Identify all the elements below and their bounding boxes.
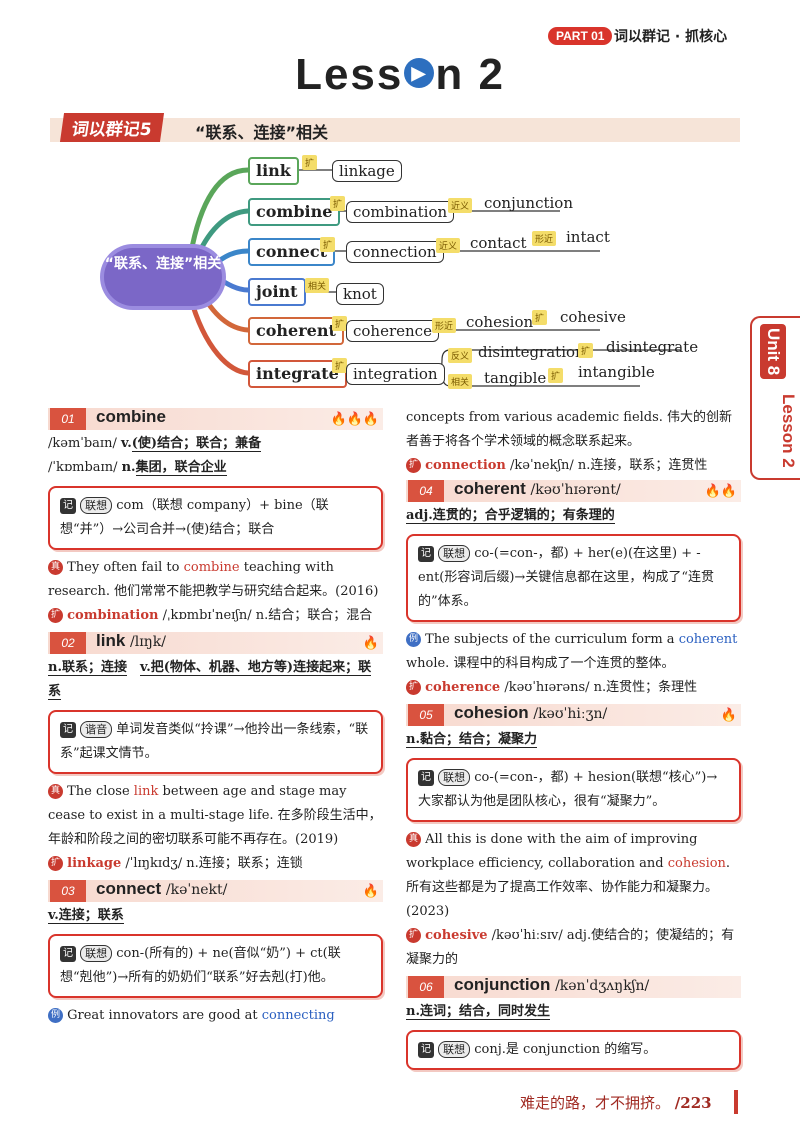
root-link: link: [248, 157, 299, 185]
tag-jinyi: 近义: [436, 238, 461, 253]
example: 例 Great innovators are good at connectin…: [48, 1004, 383, 1028]
part-tag: PART 01: [548, 27, 613, 45]
tag-kuo: 扩: [330, 196, 346, 211]
word-conjunction: conjunction: [484, 194, 573, 212]
word-intact: intact: [566, 228, 610, 246]
word-integration: integration: [346, 363, 445, 385]
memo-box: 记 联想 com（联想 company）+ bine（联想“并”）→公司合并→(…: [48, 486, 383, 550]
example: 真 They often fail to combine teaching wi…: [48, 560, 379, 599]
word-combination: combination: [346, 201, 455, 223]
word-disintegrate: disintegrate: [606, 338, 699, 356]
word-connection: connection: [346, 241, 444, 263]
tag-kuo: 扩: [302, 155, 318, 170]
header-subtitle: 词以群记 · 抓核心: [614, 29, 728, 45]
memo-box: 记 联想 conj.是 conjunction 的缩写。: [406, 1030, 741, 1070]
word-coherence: coherence: [346, 320, 439, 342]
memo-icon: 记: [418, 1041, 434, 1058]
word-cohesion: cohesion: [466, 313, 534, 331]
tag-kuo: 扩: [578, 343, 594, 358]
word-knot: knot: [336, 283, 384, 305]
derivative: 扩 linkage /ˈlɪŋkɪdʒ/ n.连接；联系；连锁: [48, 852, 383, 876]
memo-box: 记 谐音 单词发音类似“拎课”→他拎出一条线索，“联系”起课文情节。: [48, 710, 383, 774]
fire-icon: 🔥: [720, 708, 737, 723]
mindmap-center: “联系、连接”相关: [104, 248, 222, 306]
fire-icon: 🔥: [362, 636, 379, 651]
example: 例 The subjects of the curriculum form a …: [406, 632, 738, 671]
memo-icon: 记: [60, 721, 76, 738]
tag-fanyi: 反义: [448, 348, 473, 363]
tag-kuo: 扩: [332, 316, 348, 331]
memo-icon: 记: [418, 769, 434, 786]
root-coherent: coherent: [248, 317, 344, 345]
memo-icon: 记: [60, 945, 76, 962]
group-title: “联系、连接”相关: [195, 123, 329, 142]
tag-kuo: 扩: [332, 358, 348, 373]
example: 真 The close link between age and stage m…: [48, 784, 382, 847]
root-combine: combine: [248, 198, 341, 226]
tag-kuo: 扩: [532, 310, 548, 325]
derivative: 扩 coherence /kəʊˈhɪərəns/ n.连贯性；条理性: [406, 676, 741, 700]
fire-icon: 🔥🔥: [704, 484, 737, 499]
memo-box: 记 联想 con-(所有的) + ne(音似“奶”) + ct(联想“剋他”)→…: [48, 934, 383, 998]
footer-bar: [734, 1090, 738, 1114]
group-banner: [50, 118, 740, 142]
word-intangible: intangible: [578, 363, 655, 381]
fire-icon: 🔥🔥🔥: [330, 412, 379, 427]
root-integrate: integrate: [248, 360, 347, 388]
derivative: 扩 cohesive /kəʊˈhiːsɪv/ adj.使结合的；使凝结的；有凝…: [406, 928, 735, 967]
derivative: 扩 connection /kəˈnekʃn/ n.连接，联系；连贯性: [406, 454, 741, 478]
play-icon: ▶: [404, 58, 435, 89]
tag-xiangjin: 形近: [532, 231, 557, 246]
headword: coherent /kəʊˈhɪərənt/: [454, 479, 621, 498]
headword: conjunction /kənˈdʒʌŋkʃn/: [454, 975, 650, 994]
headword: cohesion /kəʊˈhiːʒn/: [454, 703, 608, 722]
tag-jinyi: 近义: [448, 198, 473, 213]
page-number: /223: [674, 1094, 712, 1112]
headword: combine: [96, 407, 166, 426]
tag-kuo: 扩: [320, 237, 336, 252]
lesson-label: Lesson 2: [779, 394, 798, 468]
memo-icon: 记: [418, 545, 434, 562]
right-column: concepts from various academic fields. 伟…: [406, 406, 741, 1076]
tag-xiangjin: 形近: [432, 318, 457, 333]
headword: link /lɪŋk/: [96, 631, 166, 650]
word-cohesive: cohesive: [560, 308, 626, 326]
word-contact: contact: [470, 234, 527, 252]
unit-label: Unit 8: [760, 324, 786, 380]
memo-box: 记 联想 co-(=con-，都) + her(e)(在这里) + -ent(形…: [406, 534, 741, 622]
example-continued: concepts from various academic fields. 伟…: [406, 410, 733, 449]
root-joint: joint: [248, 278, 306, 306]
lesson-title: Less▶n 2: [295, 50, 505, 99]
word-linkage: linkage: [332, 160, 402, 182]
headword: connect /kəˈnekt/: [96, 879, 228, 898]
unit-tab: Unit 8 Lesson 2: [750, 316, 800, 480]
tag-kuo: 扩: [548, 368, 564, 383]
tag-xiangguan: 相关: [448, 374, 473, 389]
word-tangible: tangible: [484, 369, 547, 387]
tag-xiangguan: 相关: [305, 278, 330, 293]
example: 真 All this is done with the aim of impro…: [406, 832, 731, 919]
derivative: 扩 combination /ˌkɒmbɪˈneɪʃn/ n.结合；联合；混合: [48, 604, 383, 628]
memo-box: 记 联想 co-(=con-，都) + hesion(联想“核心”)→大家都认为…: [406, 758, 741, 822]
footer: 难走的路，才不拥挤。 /223: [520, 1094, 712, 1112]
memo-icon: 记: [60, 497, 76, 514]
word-disintegration: disintegration: [478, 343, 585, 361]
fire-icon: 🔥: [362, 884, 379, 899]
